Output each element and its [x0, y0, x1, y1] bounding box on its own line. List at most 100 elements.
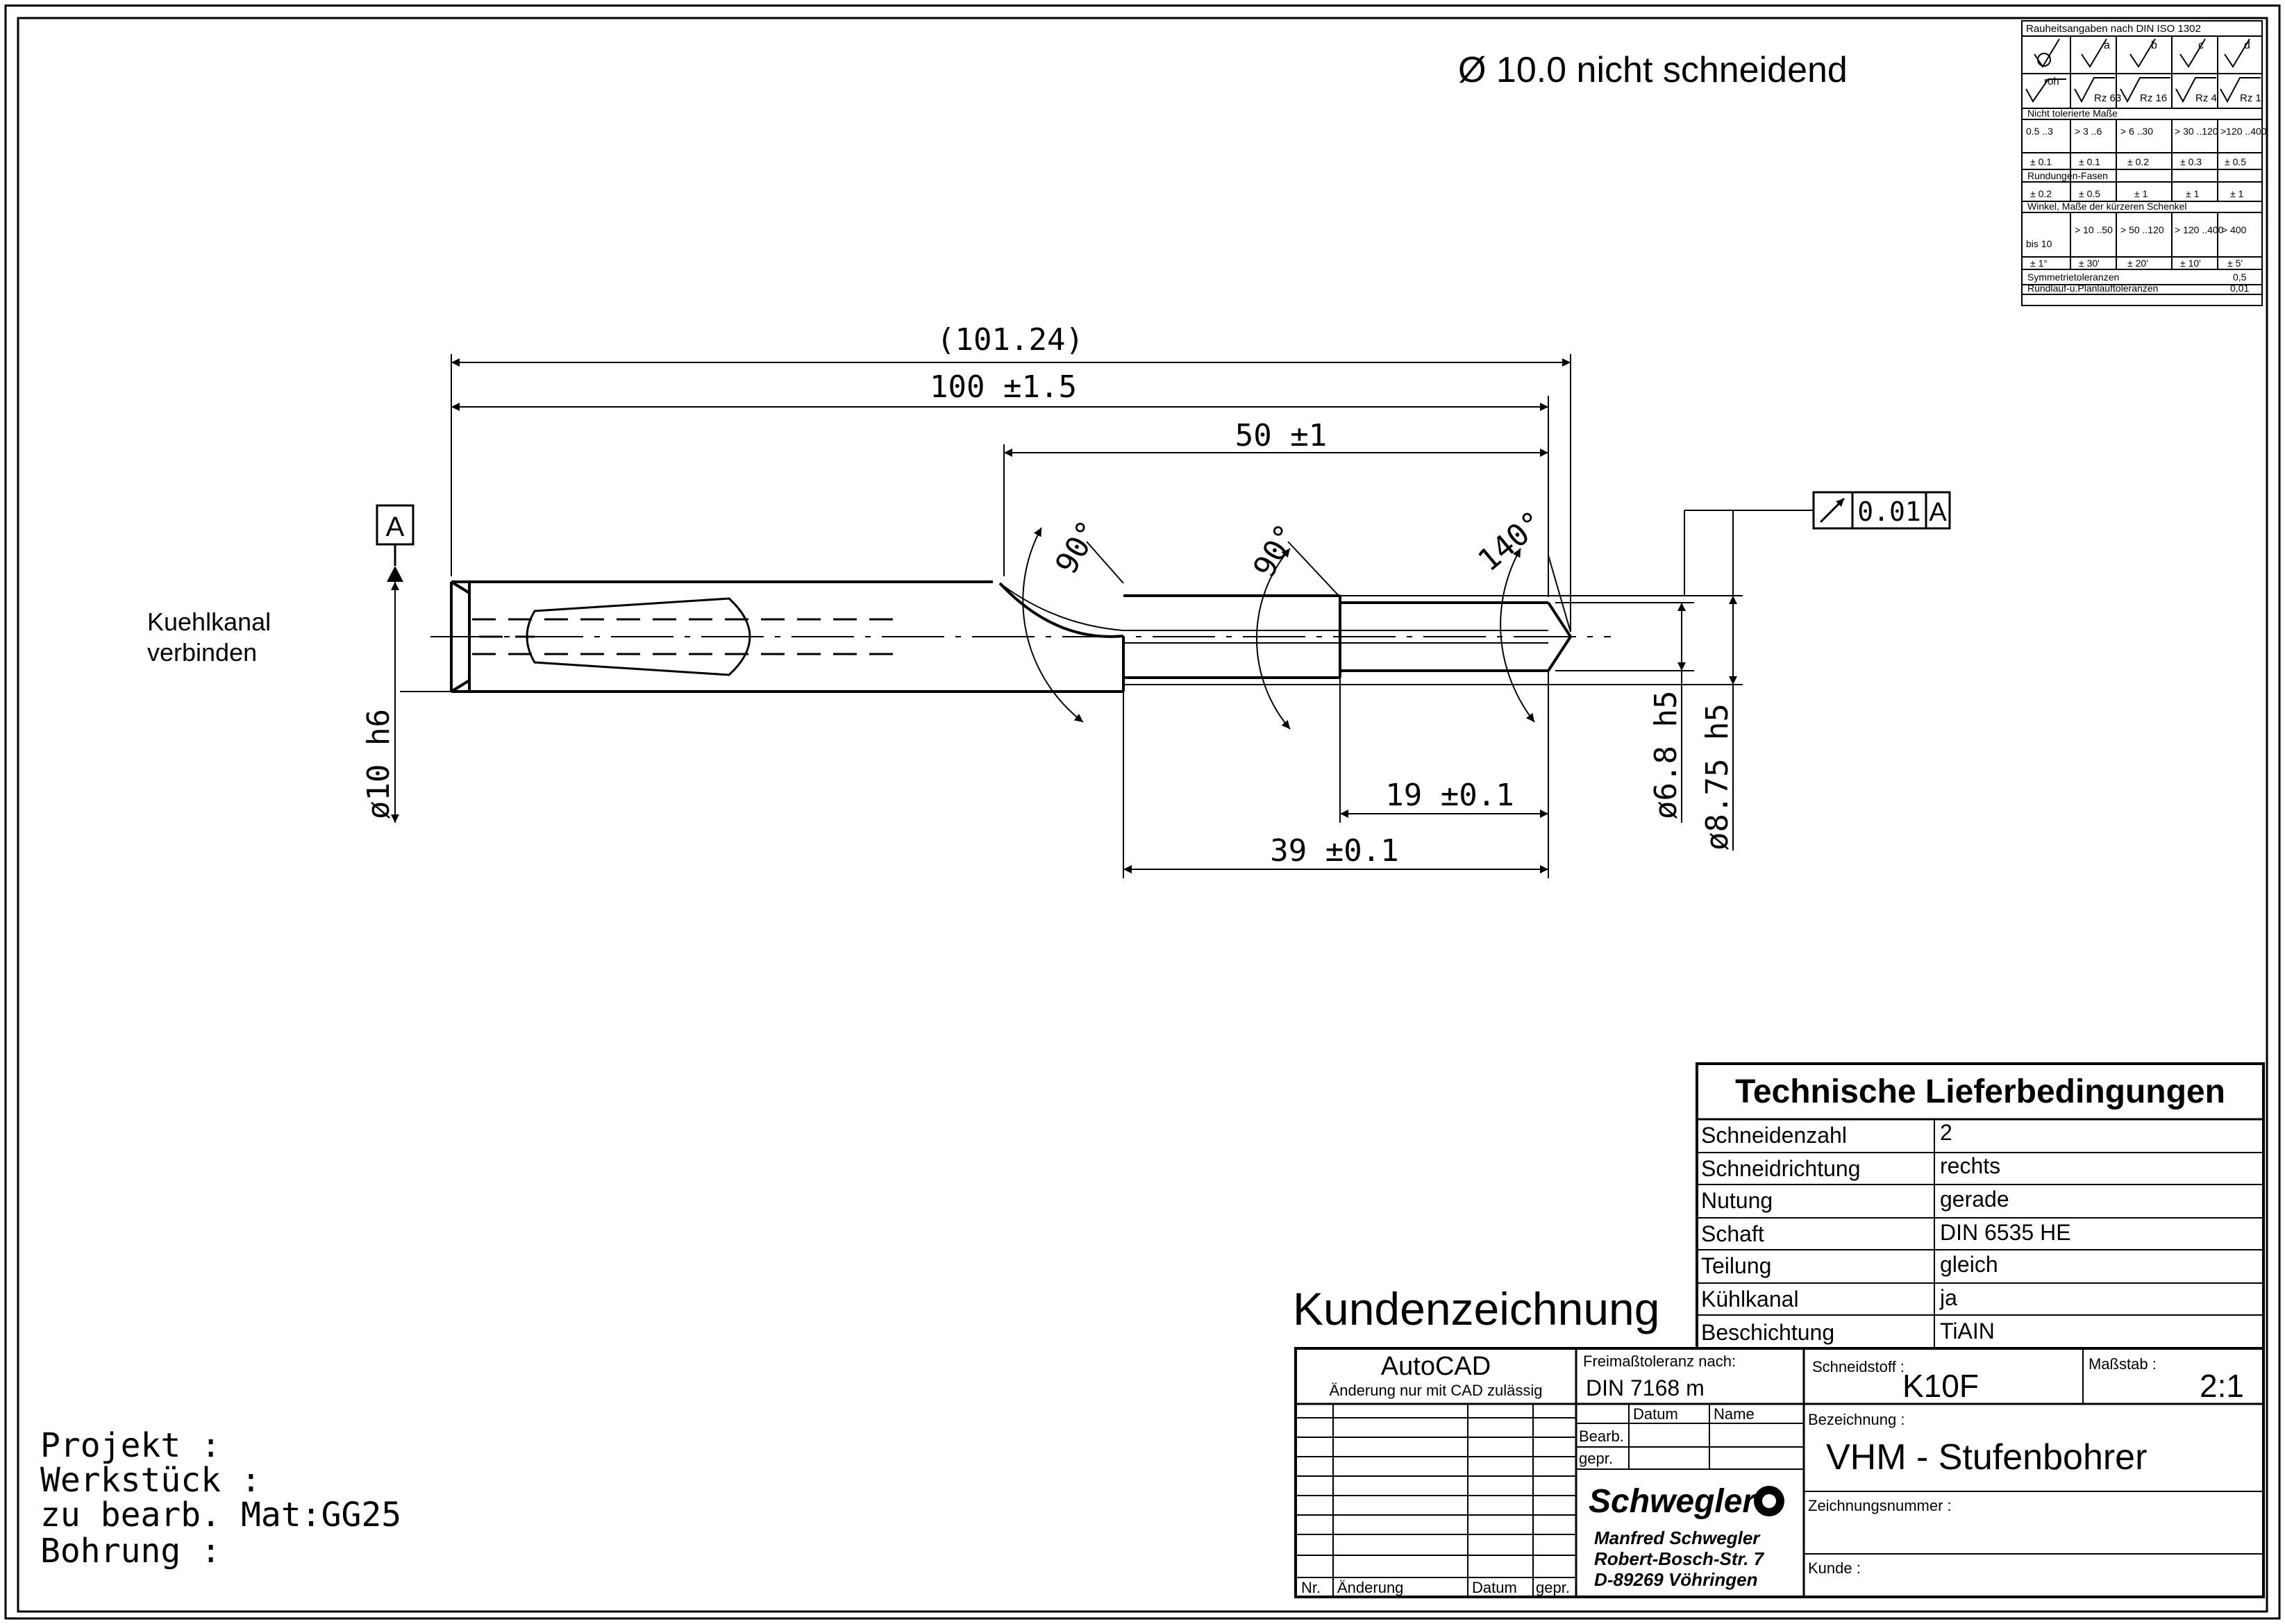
- untol-range-3: > 6 ..30: [2120, 126, 2153, 137]
- roughness-letter-d: d: [2244, 40, 2250, 51]
- round-tol-4: ± 1: [2186, 188, 2200, 199]
- runout-label: Rundlauf-u.Planlauftoleranzen: [2027, 283, 2158, 294]
- untol-tol-2: ± 0.1: [2079, 156, 2100, 167]
- gepr-label: gepr.: [1579, 1450, 1613, 1467]
- angle-range-5: > 400: [2222, 224, 2247, 235]
- delivery-val: TiAIN: [1940, 1319, 1995, 1343]
- delivery-key: Kühlkanal: [1701, 1287, 1799, 1312]
- dim-shank-diameter: [391, 582, 451, 823]
- untol-range-5: >120 ..400: [2220, 126, 2267, 137]
- dim-overall: [451, 354, 1571, 632]
- company-street: Robert-Bosch-Str. 7: [1594, 1548, 1765, 1569]
- runout-value: 0,01: [2230, 283, 2249, 294]
- rev-gepr-header: gepr.: [1536, 1579, 1570, 1596]
- runout-tolerance-frame: 0.01 A: [1812, 491, 1951, 530]
- workpiece-label: Werkstück :: [40, 1461, 261, 1500]
- title-block: [1294, 1347, 2265, 1598]
- untol-tol-4: ± 0.3: [2180, 156, 2202, 167]
- name-header: Name: [1714, 1405, 1755, 1423]
- delivery-key: Schneidrichtung: [1701, 1156, 1860, 1181]
- bearb-label: Bearb.: [1579, 1428, 1624, 1445]
- project-notes: Projekt : Werkstück : zu bearb. Mat:GG25…: [40, 1426, 401, 1571]
- roughness-table-text: Rauheitsangaben nach DIN ISO 1302 a b c …: [2026, 23, 2267, 294]
- dim-step-length-label: 50 ±1: [1235, 418, 1327, 453]
- round-tol-1: ± 0.2: [2030, 188, 2052, 199]
- roughness-rz-a: Rz 63: [2094, 92, 2121, 104]
- untol-tol-1: ± 0.1: [2030, 156, 2052, 167]
- autocad-label: AutoCAD: [1381, 1352, 1491, 1381]
- dim-19-label: 19 ±0.1: [1385, 778, 1514, 813]
- angle-arcs: [1022, 527, 1571, 730]
- dim-39-label: 39 ±0.1: [1270, 833, 1398, 869]
- dim-right-diameters: [1123, 510, 1814, 851]
- roughness-letter-a: a: [2104, 40, 2110, 51]
- roughness-roh: roh: [2044, 76, 2059, 87]
- dim-overall-label: 100 ±1.5: [930, 369, 1077, 405]
- coolant-note-line2: verbinden: [147, 638, 257, 667]
- roughness-table: [2021, 20, 2263, 306]
- angle-tol-3: ± 20': [2127, 258, 2148, 269]
- datum-a: A: [376, 504, 415, 582]
- tolerance-datum: A: [1929, 498, 1947, 527]
- delivery-rows: Schneidenzahl 2 Schneidrichtung rechts N…: [1701, 1120, 2071, 1345]
- untol-range-2: > 3 ..6: [2075, 126, 2102, 137]
- bezeichnung-value: VHM - Stufenbohrer: [1826, 1437, 2147, 1477]
- roughness-rz-b: Rz 16: [2140, 92, 2167, 104]
- material-label: zu bearb. Mat:GG25: [40, 1496, 401, 1534]
- delivery-val: rechts: [1940, 1153, 2000, 1178]
- delivery-key: Schneidenzahl: [1701, 1123, 1847, 1148]
- diameter-note: Ø 10.0 nicht schneidend: [1458, 50, 1848, 90]
- company-name: Manfred Schwegler: [1594, 1527, 1761, 1548]
- massstab-value: 2:1: [2200, 1368, 2244, 1404]
- freimass-label: Freimaßtoleranz nach:: [1583, 1353, 1736, 1370]
- angle-tol-5: ± 5': [2227, 258, 2243, 269]
- delivery-val: DIN 6535 HE: [1940, 1220, 2071, 1245]
- gear-logo-icon: [1754, 1486, 1784, 1516]
- delivery-key: Teilung: [1701, 1253, 1771, 1278]
- delivery-val: gerade: [1940, 1187, 2009, 1212]
- angle-range-2: > 10 ..50: [2075, 224, 2113, 235]
- angle-tol-2: ± 30': [2079, 258, 2100, 269]
- round-tol-2: ± 0.5: [2079, 188, 2100, 199]
- roughness-title: Rauheitsangaben nach DIN ISO 1302: [2026, 23, 2201, 35]
- roughness-rz-d: Rz 1: [2240, 92, 2261, 104]
- outer-border: [4, 4, 2281, 1620]
- untol-tol-5: ± 0.5: [2225, 156, 2246, 167]
- roughness-letter-b: b: [2151, 40, 2157, 51]
- schneidstoff-label: Schneidstoff :: [1812, 1358, 1905, 1375]
- roughness-rz-c: Rz 4: [2195, 92, 2217, 104]
- company-city: D-89269 Vöhringen: [1594, 1569, 1758, 1590]
- untol-tol-3: ± 0.2: [2127, 156, 2149, 167]
- delivery-val: gleich: [1940, 1252, 1998, 1277]
- angle-tol-4: ± 10': [2180, 258, 2201, 269]
- customer-drawing-title: Kundenzeichnung: [1293, 1283, 1659, 1334]
- angle-1-label: 90°: [1048, 514, 1107, 580]
- massstab-label: Maßstab :: [2089, 1355, 2157, 1373]
- angle-2-label: 90°: [1246, 518, 1305, 583]
- kunde-label: Kunde :: [1808, 1559, 1861, 1577]
- rev-nr-header: Nr.: [1301, 1579, 1321, 1596]
- untol-range-4: > 30 ..120: [2175, 126, 2218, 137]
- dim-lower: [1123, 671, 1549, 878]
- bore-label: Bohrung :: [40, 1532, 221, 1571]
- rev-datum-header: Datum: [1472, 1579, 1517, 1596]
- angle-range-3: > 50 ..120: [2120, 224, 2164, 235]
- datum-a-label: A: [386, 512, 405, 542]
- delivery-val: ja: [1939, 1285, 1957, 1310]
- project-label: Projekt :: [40, 1426, 221, 1465]
- dim-small-diameter-label: ø6.8 h5: [1648, 691, 1684, 819]
- dim-step-length: [1003, 444, 1548, 576]
- zeichnungsnummer-label: Zeichnungsnummer :: [1808, 1497, 1952, 1514]
- angle-range-1: bis 10: [2026, 238, 2052, 249]
- angle-range-4: > 120 ..400: [2175, 224, 2224, 235]
- round-title: Rundungen-Fasen: [2027, 170, 2108, 181]
- drill-part: [430, 580, 1611, 693]
- tolerance-value: 0.01: [1857, 496, 1921, 527]
- datum-header: Datum: [1633, 1405, 1678, 1423]
- untol-range-1: 0.5 ..3: [2026, 126, 2053, 137]
- angle-title: Winkel, Maße der kürzeren Schenkel: [2027, 201, 2187, 212]
- inner-border: [17, 17, 2268, 1613]
- dim-overall-ref-label: (101.24): [937, 322, 1084, 358]
- sym-value: 0,5: [2233, 271, 2247, 283]
